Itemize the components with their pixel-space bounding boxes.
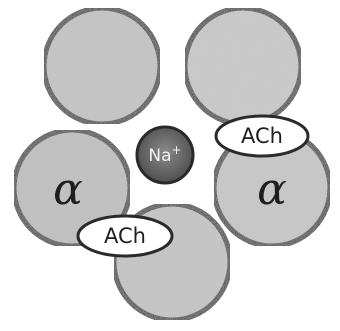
sodium-ion [135,125,195,185]
ion-label: Na+ [148,143,181,166]
ach-label-lower: ACh [104,224,146,248]
subunit-left-alpha [11,127,133,249]
subunit-top-right [182,5,304,127]
subunit-top-left [41,5,163,127]
alpha-label-right: α [257,164,287,215]
ach-binding-site-upper [214,114,310,158]
ach-label-upper: ACh [241,124,283,148]
ach-binding-site-lower [76,214,174,258]
alpha-label-left: α [53,164,83,215]
